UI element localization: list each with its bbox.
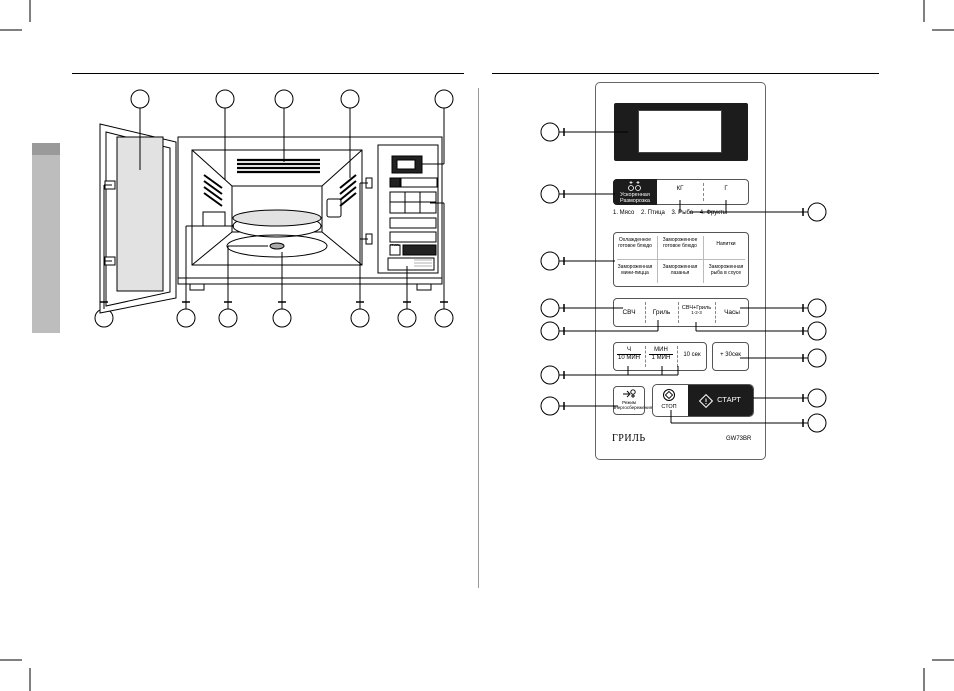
oven-base [177, 277, 443, 285]
microwave-button[interactable]: СВЧ [622, 309, 636, 316]
quick-defrost-button[interactable] [613, 179, 657, 205]
separator [715, 302, 716, 323]
combi-button[interactable]: СВЧ+Гриль 1-2-3 [681, 305, 712, 316]
callout-circle [130, 89, 150, 109]
header-rule-right [492, 73, 879, 74]
callout-circle [540, 365, 560, 385]
callout-circle [807, 321, 827, 341]
callout-circle [540, 298, 560, 318]
hour-button[interactable]: Ч 10 МИН [617, 347, 641, 361]
oven-illustration [94, 89, 454, 328]
eco-button[interactable] [613, 386, 645, 415]
g-button[interactable]: Г [724, 186, 728, 192]
side-tab [32, 143, 60, 333]
callout-circle [350, 308, 370, 328]
callout-circle [807, 388, 827, 408]
callout-circle [540, 184, 560, 204]
callout-circle [215, 89, 235, 109]
oven-panel-brand: ГРИЛЬ [390, 243, 401, 247]
grill-button[interactable]: Гриль [652, 309, 671, 316]
coupler [269, 242, 285, 250]
kg-button[interactable]: КГ [676, 186, 684, 192]
display-window [638, 110, 722, 153]
clock-button[interactable]: Часы [724, 309, 740, 316]
callout-circle [540, 396, 560, 416]
callout-circle [218, 308, 238, 328]
separator [657, 236, 658, 283]
food-categories: 1. Мясо 2. Птица 3. Рыба 4. Фрукты [613, 210, 728, 216]
eco-label: Режим энергосбережения [613, 400, 653, 410]
brand-label: ГРИЛЬ [612, 433, 646, 444]
callout-circle [807, 298, 827, 318]
start-button[interactable] [688, 385, 753, 416]
callout-circle [807, 202, 827, 222]
plus-30-sec-button[interactable] [712, 342, 749, 371]
door-release-button [387, 257, 435, 271]
callout-circle [397, 308, 417, 328]
separator [703, 183, 704, 201]
panel-callouts [540, 122, 827, 433]
stop-label: СТОП [661, 404, 677, 410]
page-divider [478, 88, 479, 588]
time-row [613, 342, 707, 371]
header-rule-left [72, 73, 464, 74]
separator [703, 236, 704, 283]
callout-circle [540, 251, 560, 271]
minute-button[interactable]: МИН 1 МИН [645, 347, 677, 361]
stop-icon [663, 389, 675, 401]
callout-circle [540, 321, 560, 341]
eco-icon [623, 389, 636, 398]
separator [645, 346, 646, 367]
start-label: СТАРТ [717, 395, 741, 404]
callout-circle [176, 308, 196, 328]
auto-cook-drinks[interactable]: Напитки [716, 241, 736, 247]
plus-30-sec-label: + 30сек [720, 352, 741, 358]
callout-circle [434, 308, 454, 328]
separator [677, 346, 678, 367]
separator [645, 302, 646, 323]
callout-circle [272, 308, 292, 328]
separator [617, 259, 745, 260]
callout-circle [807, 348, 827, 368]
callout-circle [540, 122, 560, 142]
callout-circle [274, 89, 294, 109]
callout-circle [340, 89, 360, 109]
defrost-icon [628, 181, 641, 191]
callout-circle [434, 89, 454, 109]
separator [678, 302, 679, 323]
side-tab-marker [32, 143, 60, 155]
mode-row [613, 298, 749, 327]
roller-ring [226, 234, 328, 258]
callout-circle [807, 413, 827, 433]
start-icon [699, 394, 713, 408]
model-label: GW73BR [726, 436, 752, 442]
ten-sec-button[interactable]: 10 сек [683, 352, 701, 358]
quick-defrost-label: Ускоренная Разморозка [619, 192, 650, 205]
